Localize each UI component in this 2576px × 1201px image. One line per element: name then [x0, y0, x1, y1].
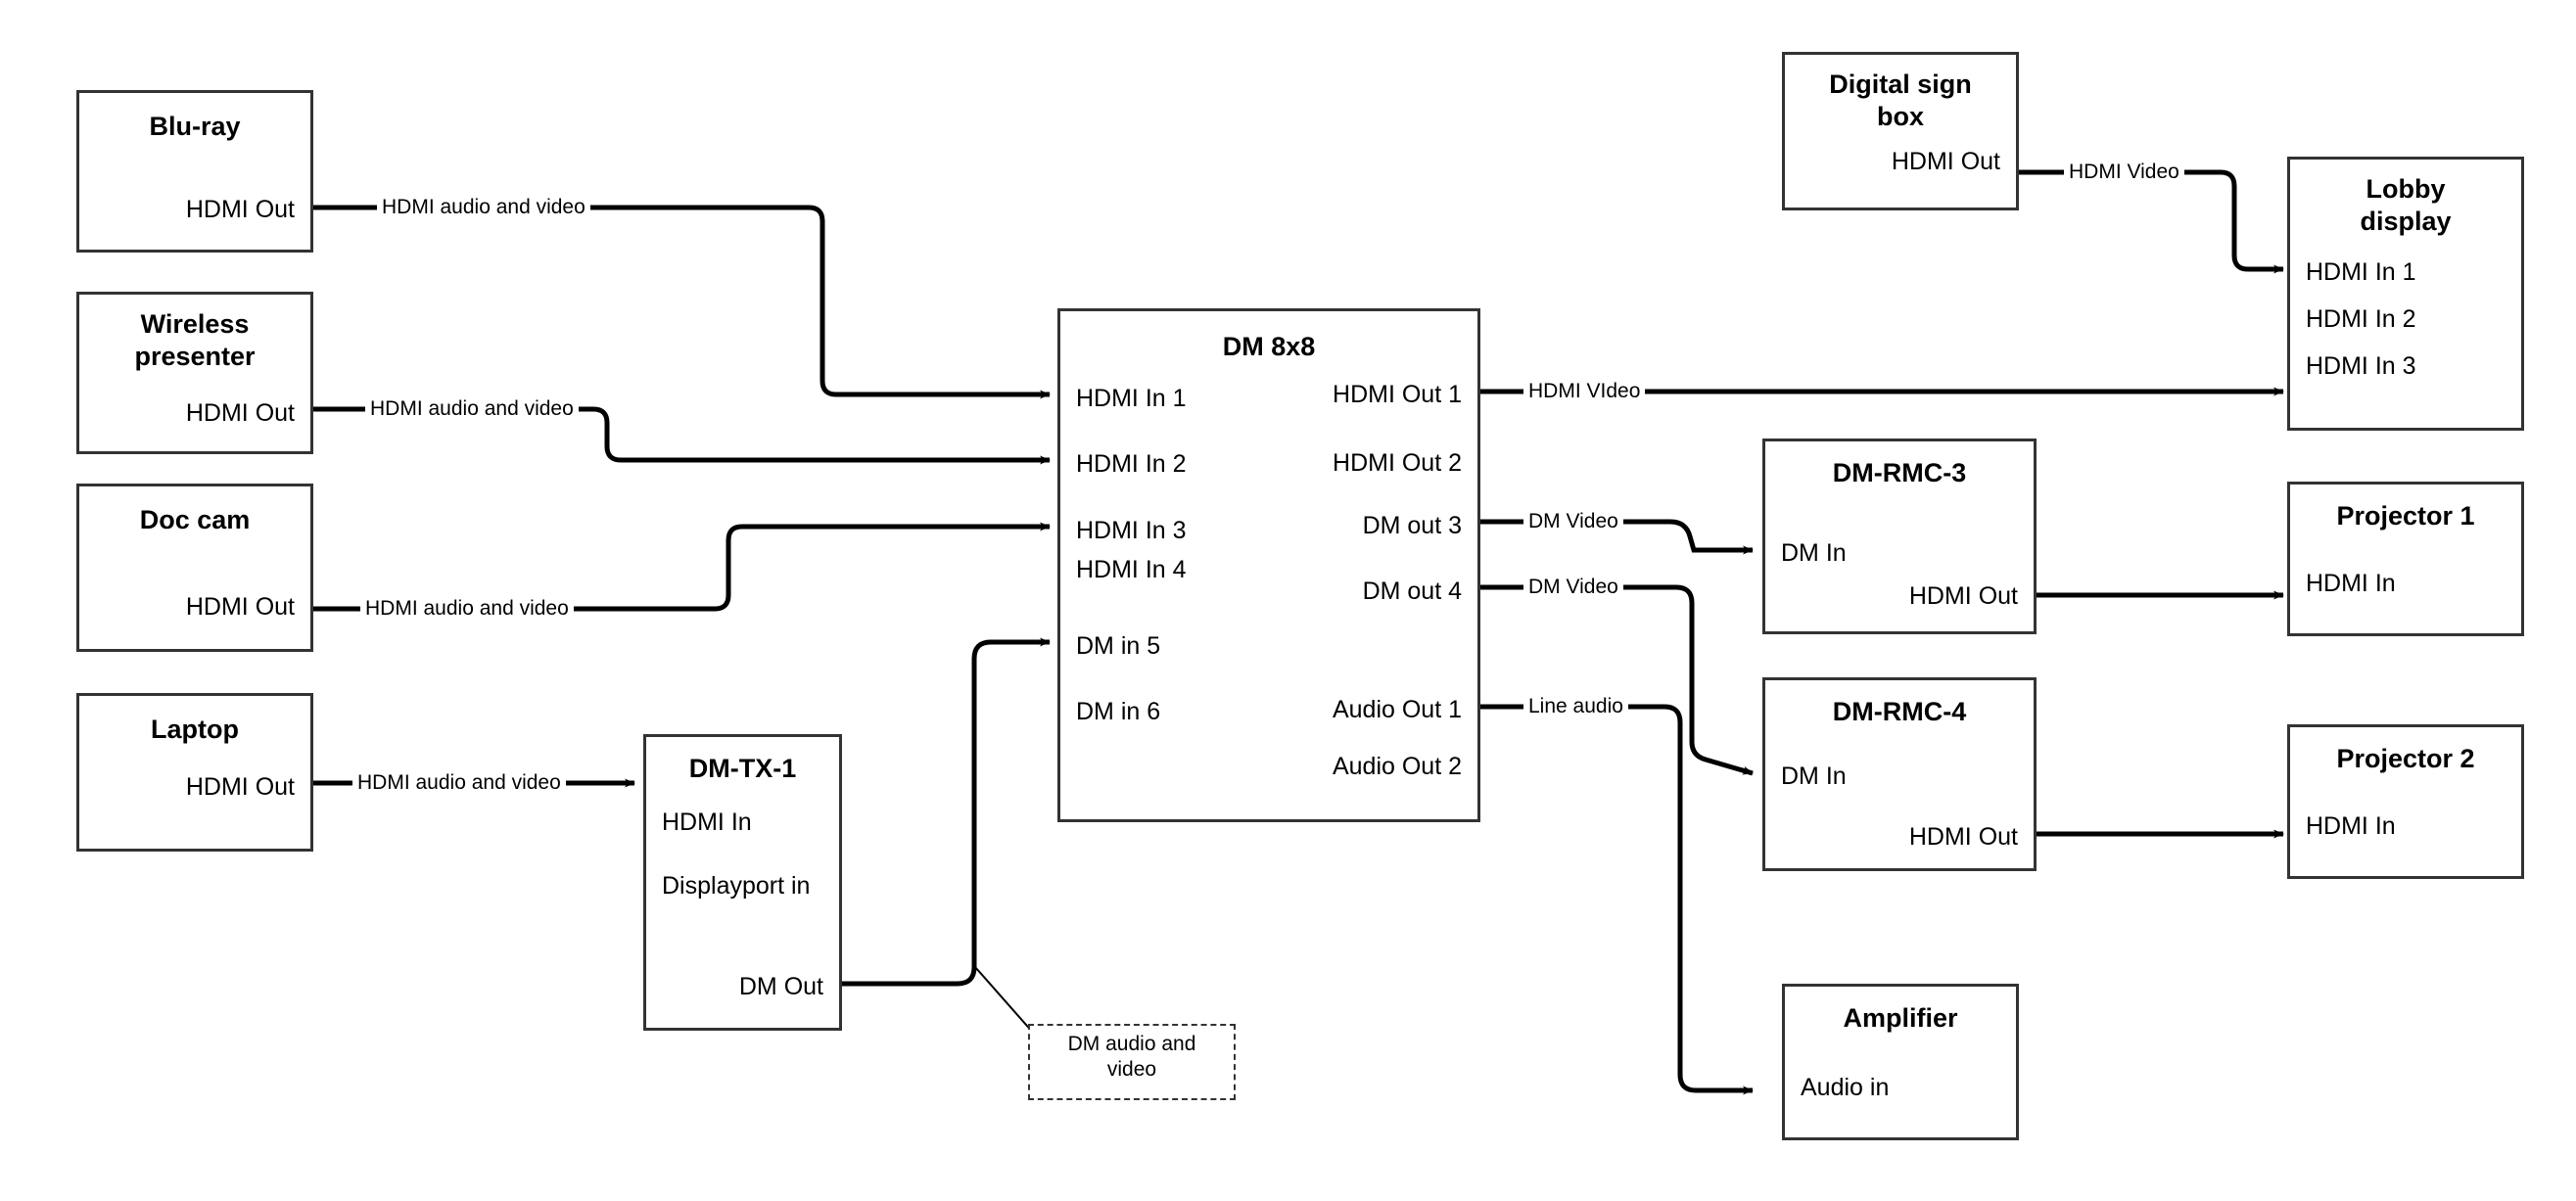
node-dm-rmc-3[interactable]: DM-RMC-3 DM In HDMI Out: [1762, 439, 2037, 634]
node-dm-8x8-output-hdmi-out-1: HDMI Out 1: [1333, 381, 1462, 408]
node-wireless-title-line-1: Wireless: [140, 309, 250, 339]
node-doc-cam-port-hdmi-out: HDMI Out: [185, 593, 295, 621]
callout-line-1: DM audio and: [1067, 1033, 1196, 1055]
node-amplifier-port-audio-in: Audio in: [1801, 1074, 1890, 1101]
node-laptop[interactable]: Laptop HDMI Out: [76, 693, 313, 852]
node-dm-8x8-input-hdmi-in-4: HDMI In 4: [1076, 556, 1187, 583]
node-dm-8x8-title: DM 8x8: [1222, 332, 1316, 361]
node-lobby-display[interactable]: Lobby display HDMI In 1 HDMI In 2 HDMI I…: [2287, 157, 2524, 431]
node-dm-rmc-3-port-dm-in: DM In: [1781, 539, 1847, 567]
node-dm-rmc-4-port-dm-in: DM In: [1781, 762, 1847, 790]
node-dm-rmc-3-title: DM-RMC-3: [1832, 458, 1967, 487]
node-laptop-title: Laptop: [151, 715, 239, 744]
node-dm-tx-1[interactable]: DM-TX-1 HDMI In Displayport in DM Out: [643, 734, 842, 1031]
node-lobby-input-hdmi-in-1: HDMI In 1: [2306, 258, 2416, 286]
node-dm-8x8-input-hdmi-in-1: HDMI In 1: [1076, 385, 1187, 412]
node-bluray-title: Blu-ray: [149, 112, 241, 141]
node-wireless-port-hdmi-out: HDMI Out: [185, 399, 295, 427]
node-digital-sign-box[interactable]: Digital sign box HDMI Out: [1782, 52, 2019, 210]
node-wireless-presenter[interactable]: Wireless presenter HDMI Out: [76, 292, 313, 454]
wire-label-bluray: HDMI audio and video: [377, 196, 590, 219]
wire-dm8x8-dmout4-to-dmrmc4: [1480, 584, 1754, 776]
callout-dm-audio-video: DM audio and video: [1028, 1024, 1236, 1100]
node-dm-8x8-output-dm-out-3: DM out 3: [1362, 512, 1462, 539]
node-dm-rmc-4-port-hdmi-out: HDMI Out: [1908, 823, 2018, 851]
node-projector-2-title: Projector 2: [2336, 744, 2475, 773]
wire-label-sign-lobby: HDMI Video: [2064, 161, 2184, 184]
node-dm-8x8-input-hdmi-in-3: HDMI In 3: [1076, 517, 1187, 544]
node-bluray[interactable]: Blu-ray HDMI Out: [76, 90, 313, 253]
node-doc-cam-title: Doc cam: [139, 505, 251, 534]
node-dm-tx-1-port-displayport-in: Displayport in: [662, 872, 811, 900]
node-dm-8x8-output-hdmi-out-2: HDMI Out 2: [1333, 449, 1462, 477]
node-dm-tx-1-port-hdmi-in: HDMI In: [662, 808, 752, 836]
node-dm-tx-1-title: DM-TX-1: [688, 754, 797, 783]
node-amplifier[interactable]: Amplifier Audio in: [1782, 984, 2019, 1140]
node-projector-1-title: Projector 1: [2336, 501, 2475, 531]
node-dm-rmc-4-title: DM-RMC-4: [1832, 697, 1967, 726]
wire-label-doccam: HDMI audio and video: [360, 597, 574, 621]
node-lobby-input-hdmi-in-3: HDMI In 3: [2306, 352, 2416, 380]
node-lobby-title-line-1: Lobby: [2365, 174, 2446, 204]
wire-label-dm-out-4: DM Video: [1523, 576, 1623, 599]
wire-digitalsign-to-lobby: [2017, 169, 2284, 274]
node-projector-1-port-hdmi-in: HDMI In: [2306, 570, 2396, 597]
wire-dm8x8-audioout1-to-amplifier: [1480, 704, 1754, 1095]
wire-label-audio-out-1: Line audio: [1523, 695, 1628, 718]
node-dm-8x8-input-dm-in-5: DM in 5: [1076, 632, 1161, 660]
wire-dmtx1-to-dm8x8: [842, 637, 1051, 987]
node-dm-tx-1-port-dm-out: DM Out: [738, 973, 823, 1000]
node-bluray-port-hdmi-out: HDMI Out: [185, 196, 295, 223]
node-dm-8x8-output-dm-out-4: DM out 4: [1362, 577, 1462, 605]
callout-line-2: video: [1106, 1058, 1157, 1081]
node-dm-rmc-4[interactable]: DM-RMC-4 DM In HDMI Out: [1762, 677, 2037, 871]
wire-label-hdmi-out-1: HDMI VIdeo: [1523, 380, 1646, 403]
node-laptop-port-hdmi-out: HDMI Out: [185, 773, 295, 801]
node-projector-1[interactable]: Projector 1 HDMI In: [2287, 482, 2524, 636]
node-lobby-input-hdmi-in-2: HDMI In 2: [2306, 305, 2416, 333]
wire-label-dm-out-3: DM Video: [1523, 510, 1623, 533]
node-digital-sign-title-line-2: box: [1876, 102, 1924, 131]
node-doc-cam[interactable]: Doc cam HDMI Out: [76, 484, 313, 652]
node-digital-sign-port-hdmi-out: HDMI Out: [1891, 148, 2000, 175]
node-wireless-title-line-2: presenter: [134, 342, 256, 371]
node-dm-8x8-input-dm-in-6: DM in 6: [1076, 698, 1161, 725]
node-projector-2-port-hdmi-in: HDMI In: [2306, 812, 2396, 840]
node-dm-8x8-output-audio-out-2: Audio Out 2: [1332, 753, 1462, 780]
node-dm-rmc-3-port-hdmi-out: HDMI Out: [1908, 582, 2018, 610]
wire-bluray-to-dm8x8: [313, 205, 1051, 399]
node-amplifier-title: Amplifier: [1843, 1003, 1958, 1033]
wire-label-laptop: HDMI audio and video: [352, 771, 566, 795]
wire-label-wireless: HDMI audio and video: [365, 397, 579, 421]
node-dm-8x8-output-audio-out-1: Audio Out 1: [1332, 696, 1462, 723]
node-projector-2[interactable]: Projector 2 HDMI In: [2287, 724, 2524, 879]
node-dm-8x8[interactable]: DM 8x8 HDMI In 1 HDMI In 2 HDMI In 3 HDM…: [1057, 308, 1480, 822]
node-lobby-title-line-2: display: [2360, 207, 2452, 236]
node-dm-8x8-input-hdmi-in-2: HDMI In 2: [1076, 450, 1187, 478]
node-digital-sign-title-line-1: Digital sign: [1829, 69, 1972, 99]
